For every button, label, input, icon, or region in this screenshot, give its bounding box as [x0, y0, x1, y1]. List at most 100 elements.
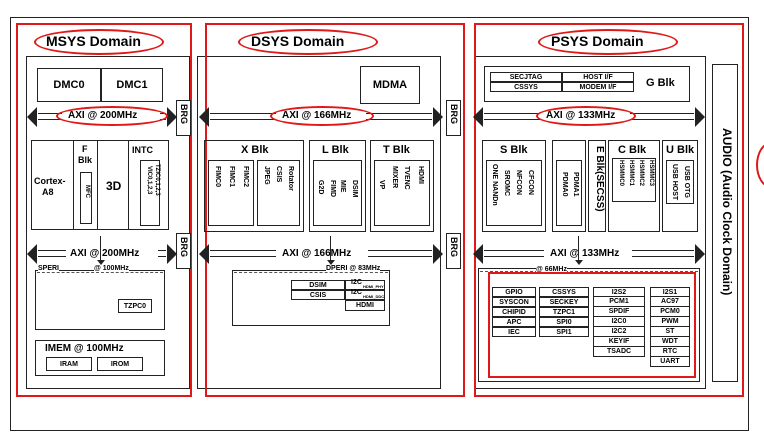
pdma-group	[556, 160, 582, 226]
msys-title-ellipse	[34, 29, 164, 55]
hsmmc0-label: HSMMC0	[618, 160, 624, 187]
sblk-label: S Blk	[500, 144, 528, 156]
host-if-label: HOST I/F	[583, 73, 613, 81]
dmc0-label: DMC0	[53, 79, 85, 91]
cblk-block	[608, 140, 660, 232]
peri-iec: IEC	[492, 327, 536, 337]
peri-spi1: SPI1	[539, 327, 589, 337]
msys-domain-box	[26, 56, 190, 389]
hsmmc3-label: HSMMC3	[648, 160, 654, 187]
msys-axi-bottom-bg	[66, 246, 158, 261]
tvenc-label: TVENC	[403, 166, 410, 190]
audio-domain-title: AUDIO (Audio Clock Domain)	[720, 128, 734, 296]
eblk-label: E Blk(SECSS)	[594, 146, 605, 212]
host-if-block: HOST I/F	[562, 72, 634, 82]
mixer-label: MIXER	[391, 166, 398, 189]
peri-pcm0: PCM0	[650, 307, 690, 317]
psys-axi-top-label: AXI @ 133MHz	[546, 110, 616, 121]
hdmi-block-label: HDMI	[417, 166, 424, 184]
msys-axi-bottom-label: AXI @ 200MHz	[70, 248, 140, 259]
fimd-label: FIMD	[329, 180, 336, 198]
pdma1-label: PDMA1	[572, 172, 579, 197]
intc-label: INTC	[132, 145, 153, 155]
modem-if-block: MODEM I/F	[562, 82, 634, 92]
cssys-top-label: CSSYS	[514, 83, 538, 91]
xblk-label: X Blk	[241, 144, 269, 156]
speri-freq-label: @ 100MHz	[94, 265, 129, 272]
vp-label: VP	[378, 180, 385, 190]
iram-label: IRAM	[60, 360, 78, 368]
dsys-title-ellipse	[238, 29, 378, 55]
dsys-domain-highlight	[205, 23, 465, 397]
fblk-block	[73, 140, 98, 230]
dperi-csis-label: CSIS	[309, 291, 327, 299]
jpeg-label: JPEG	[263, 166, 270, 185]
xblk-block	[204, 140, 304, 232]
usb-otg-label: USB OTG	[683, 166, 690, 198]
xblk-fimc-group	[208, 160, 254, 226]
speri-label: SPERI	[38, 265, 60, 272]
g3d-label: 3D	[106, 179, 122, 193]
onenand-label: ONE NANDn	[491, 164, 498, 206]
mfc-label: MFC	[84, 185, 90, 198]
fimc1-label: FIMC1	[228, 166, 235, 187]
dperi-block	[232, 270, 390, 326]
lblk-label: L Blk	[322, 144, 349, 156]
dsys-axi-top-label: AXI @ 166MHz	[282, 110, 352, 121]
i2c-hdmi-phy-label: I2C	[351, 279, 362, 286]
dperi-label: DPERI @ 83MHz	[326, 265, 381, 272]
psys-domain-title: PSYS Domain	[551, 33, 644, 49]
g2d-label: G2D	[317, 180, 324, 195]
peri-tzpc1: TZPC1	[539, 307, 589, 317]
irom-label: IROM	[110, 360, 130, 368]
dmc1-block: DMC1	[101, 68, 163, 102]
mfc-block	[80, 172, 92, 224]
dperi-bus	[234, 272, 388, 273]
iram-block: IRAM	[46, 357, 92, 371]
sblk-items-group	[486, 160, 542, 226]
tzpc0-label: TZPC0	[123, 302, 147, 310]
peri-pwm: PWM	[650, 317, 690, 327]
eblk-block	[588, 140, 606, 232]
psys-peri-highlight	[488, 272, 696, 378]
imem-label: IMEM @ 100MHz	[45, 343, 124, 354]
csis-label: CSIS	[275, 166, 282, 183]
psys-axi-bottom-bg	[544, 246, 632, 261]
peri-chipid: CHIPID	[492, 307, 536, 317]
gblk-label: G Blk	[646, 77, 675, 89]
peri-wdt: WDT	[650, 337, 690, 347]
fimc0-label: FIMC0	[214, 166, 221, 187]
fblk-label-2: Blk	[78, 155, 93, 165]
peri-i2s1: I2S1	[650, 287, 690, 297]
peri-seckey: SECKEY	[539, 297, 589, 307]
peri-spi0: SPI0	[539, 317, 589, 327]
peri-tsadc: TSADC	[593, 347, 645, 357]
cfcon-label: CFCON	[527, 170, 534, 195]
psys-peri-bus	[480, 271, 698, 272]
msys-domain-highlight	[16, 23, 192, 397]
mie-label: MIE	[339, 180, 346, 193]
i2c-hdmi-phy-block	[345, 280, 385, 290]
peri-ac97: AC97	[650, 297, 690, 307]
psys-peri-block	[478, 268, 700, 382]
ublk-label: U Blk	[666, 144, 695, 156]
peri-cssys: CSSYS	[539, 287, 589, 297]
diagram-frame	[10, 17, 749, 431]
cblk-items-group	[612, 158, 656, 202]
i2c-hdmi-phy-sub: HDMI_PHY	[363, 284, 384, 289]
bridge-dsys-psys-top: BRG	[446, 100, 461, 136]
peri-pcm1: PCM1	[593, 297, 645, 307]
dsys-axi-bottom-bg	[276, 246, 368, 261]
lblk-block	[309, 140, 366, 232]
dsim-label: DSIM	[351, 180, 358, 198]
peri-syscon: SYSCON	[492, 297, 536, 307]
rotator-label: Rotator	[287, 166, 294, 191]
peri-st: ST	[650, 327, 690, 337]
vic-label: VIC0,1,2,3	[146, 166, 152, 195]
audio-domain-box	[712, 64, 738, 382]
dperi-hdmi-block: HDMI	[345, 300, 385, 311]
mdma-block: MDMA	[360, 66, 420, 104]
peri-spdif: SPDIF	[593, 307, 645, 317]
nfcon-label: NFCON	[515, 170, 522, 195]
msys-axi-ellipse	[56, 106, 168, 126]
